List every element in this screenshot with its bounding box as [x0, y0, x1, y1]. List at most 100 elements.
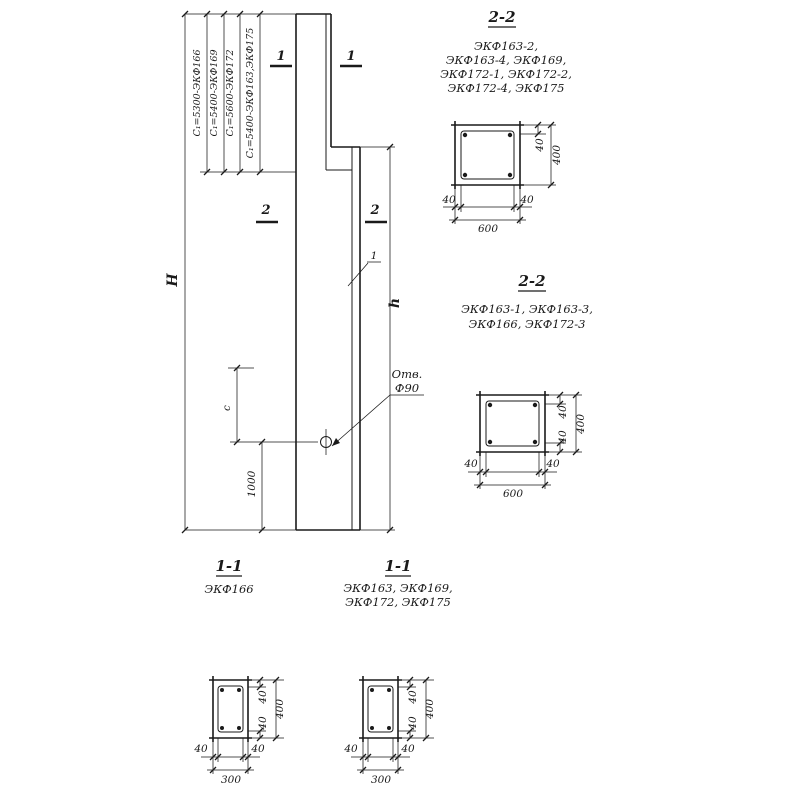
model-list-line: ЭКФ166, ЭКФ172-3: [469, 317, 586, 331]
rebar-dot: [220, 688, 224, 692]
rebar-dot: [487, 402, 493, 408]
dim-cover: 40: [463, 458, 478, 470]
rebar-dot: [507, 172, 513, 178]
cut-mark-2-right: 2: [369, 203, 379, 218]
model-list-line: ЭКФ163-2,: [474, 39, 538, 53]
leader-position-label: 1: [371, 250, 378, 262]
section-2-2-mid: 2-2 ЭКФ163-1, ЭКФ163-3, ЭКФ166, ЭКФ172-3…: [461, 272, 593, 500]
section-outline: [359, 676, 402, 742]
dim-height: 400: [575, 414, 587, 435]
dim-cover: 40: [545, 458, 560, 470]
length-label-2: C₁=5400-ЭКФ169: [209, 49, 220, 136]
dim-cover: 40: [441, 194, 456, 206]
dimension-lines: [468, 395, 577, 486]
section-cut-lines: [256, 64, 387, 224]
dimension-lines: [184, 14, 391, 530]
hole-label-line1: Отв.: [392, 367, 423, 381]
dim-width: 300: [221, 774, 241, 786]
hole-circle: [320, 436, 332, 448]
dim-cover: 40: [407, 690, 419, 705]
cut-mark-1-left: 1: [276, 49, 285, 64]
dim-cover: 40: [407, 716, 419, 731]
dim-cover: 40: [250, 743, 265, 755]
leader-lines: [331, 261, 424, 447]
stirrup: [485, 400, 540, 447]
rebar-dot: [237, 726, 241, 730]
dim-label-c: c: [221, 405, 233, 411]
dimension-ticks: [209, 676, 280, 774]
dimension-ticks: [359, 676, 430, 774]
cut-mark-2-left: 2: [260, 203, 270, 218]
section-outline: [476, 391, 549, 456]
dim-cover: 40: [557, 405, 569, 420]
dimension-lines: [443, 125, 552, 221]
rebar-dot: [487, 439, 493, 445]
dim-cover: 40: [557, 430, 569, 445]
model-list-line: ЭКФ172-4, ЭКФ175: [448, 81, 565, 95]
rebar-dot: [387, 688, 391, 692]
dim-width: 300: [371, 774, 391, 786]
stirrup: [460, 130, 515, 180]
dimension-ticks: [476, 391, 580, 489]
dim-width: 600: [503, 488, 523, 500]
section-2-2-top: 2-2 ЭКФ163-2, ЭКФ163-4, ЭКФ169, ЭКФ172-1…: [440, 8, 572, 235]
dim-label-h: h: [387, 298, 403, 308]
dimension-lines: [351, 680, 427, 771]
section-title: 2-2: [487, 8, 515, 26]
rebar-dot: [387, 726, 391, 730]
extension-lines: [212, 679, 284, 774]
dim-height: 400: [424, 699, 436, 720]
rebar-dot: [462, 172, 468, 178]
dim-cover: 40: [343, 743, 358, 755]
dim-cover: 40: [257, 690, 269, 705]
section-title: 1-1: [384, 557, 411, 575]
column-inner-lines: [325, 14, 353, 530]
dim-height: 400: [274, 699, 286, 720]
section-title: 1-1: [215, 557, 242, 575]
column-outline: [295, 13, 361, 531]
model-list-line: ЭКФ163, ЭКФ169,: [343, 581, 452, 595]
dim-cover: 40: [193, 743, 208, 755]
model-list-line: ЭКФ172-1, ЭКФ172-2,: [440, 67, 572, 81]
section-1-1-left: 1-1 ЭКФ166 40 40 300 40 40 400: [193, 557, 286, 786]
dim-cover: 40: [534, 138, 546, 153]
dim-cover: 40: [519, 194, 534, 206]
rebar-dot: [237, 688, 241, 692]
section-outline: [451, 121, 524, 189]
model-list-line: ЭКФ166: [204, 582, 253, 596]
extension-lines: [362, 679, 434, 774]
section-1-1-right: 1-1 ЭКФ163, ЭКФ169, ЭКФ172, ЭКФ175 40 40…: [343, 557, 452, 786]
dimension-ticks: [181, 10, 394, 534]
cut-mark-1-right: 1: [346, 49, 355, 64]
dim-label-H: H: [165, 273, 181, 288]
dimension-ticks: [451, 121, 555, 224]
stirrup: [367, 685, 394, 733]
leader-arrowhead: [332, 438, 340, 446]
rebar-dot: [507, 132, 513, 138]
length-label-3: C₁=5600-ЭКФ172: [225, 49, 236, 136]
dim-cover: 40: [257, 716, 269, 731]
dim-cover: 40: [400, 743, 415, 755]
rebar-dot: [532, 439, 538, 445]
dim-height: 400: [551, 145, 563, 166]
model-list-line: ЭКФ163-1, ЭКФ163-3,: [461, 302, 593, 316]
section-title: 2-2: [517, 272, 545, 290]
model-list-line: ЭКФ172, ЭКФ175: [345, 595, 451, 609]
dimension-lines: [201, 680, 277, 771]
section-outline: [209, 676, 252, 742]
rebar-dot: [532, 402, 538, 408]
length-label-4: C₁=5400-ЭКФ163,ЭКФ175: [245, 28, 256, 159]
extension-lines: [479, 394, 582, 489]
rebar-dot: [370, 726, 374, 730]
stirrup: [217, 685, 244, 733]
length-label-1: C₁=5300-ЭКФ166: [192, 49, 203, 136]
model-list-line: ЭКФ163-4, ЭКФ169,: [446, 53, 567, 67]
main-elevation-view: H C₁=5300-ЭКФ166 C₁=5400-ЭКФ169 C₁=5600-…: [165, 10, 424, 534]
rebar-dot: [462, 132, 468, 138]
hole-label-line2: Ф90: [395, 381, 419, 395]
rebar-dot: [370, 688, 374, 692]
rebar-dot: [220, 726, 224, 730]
